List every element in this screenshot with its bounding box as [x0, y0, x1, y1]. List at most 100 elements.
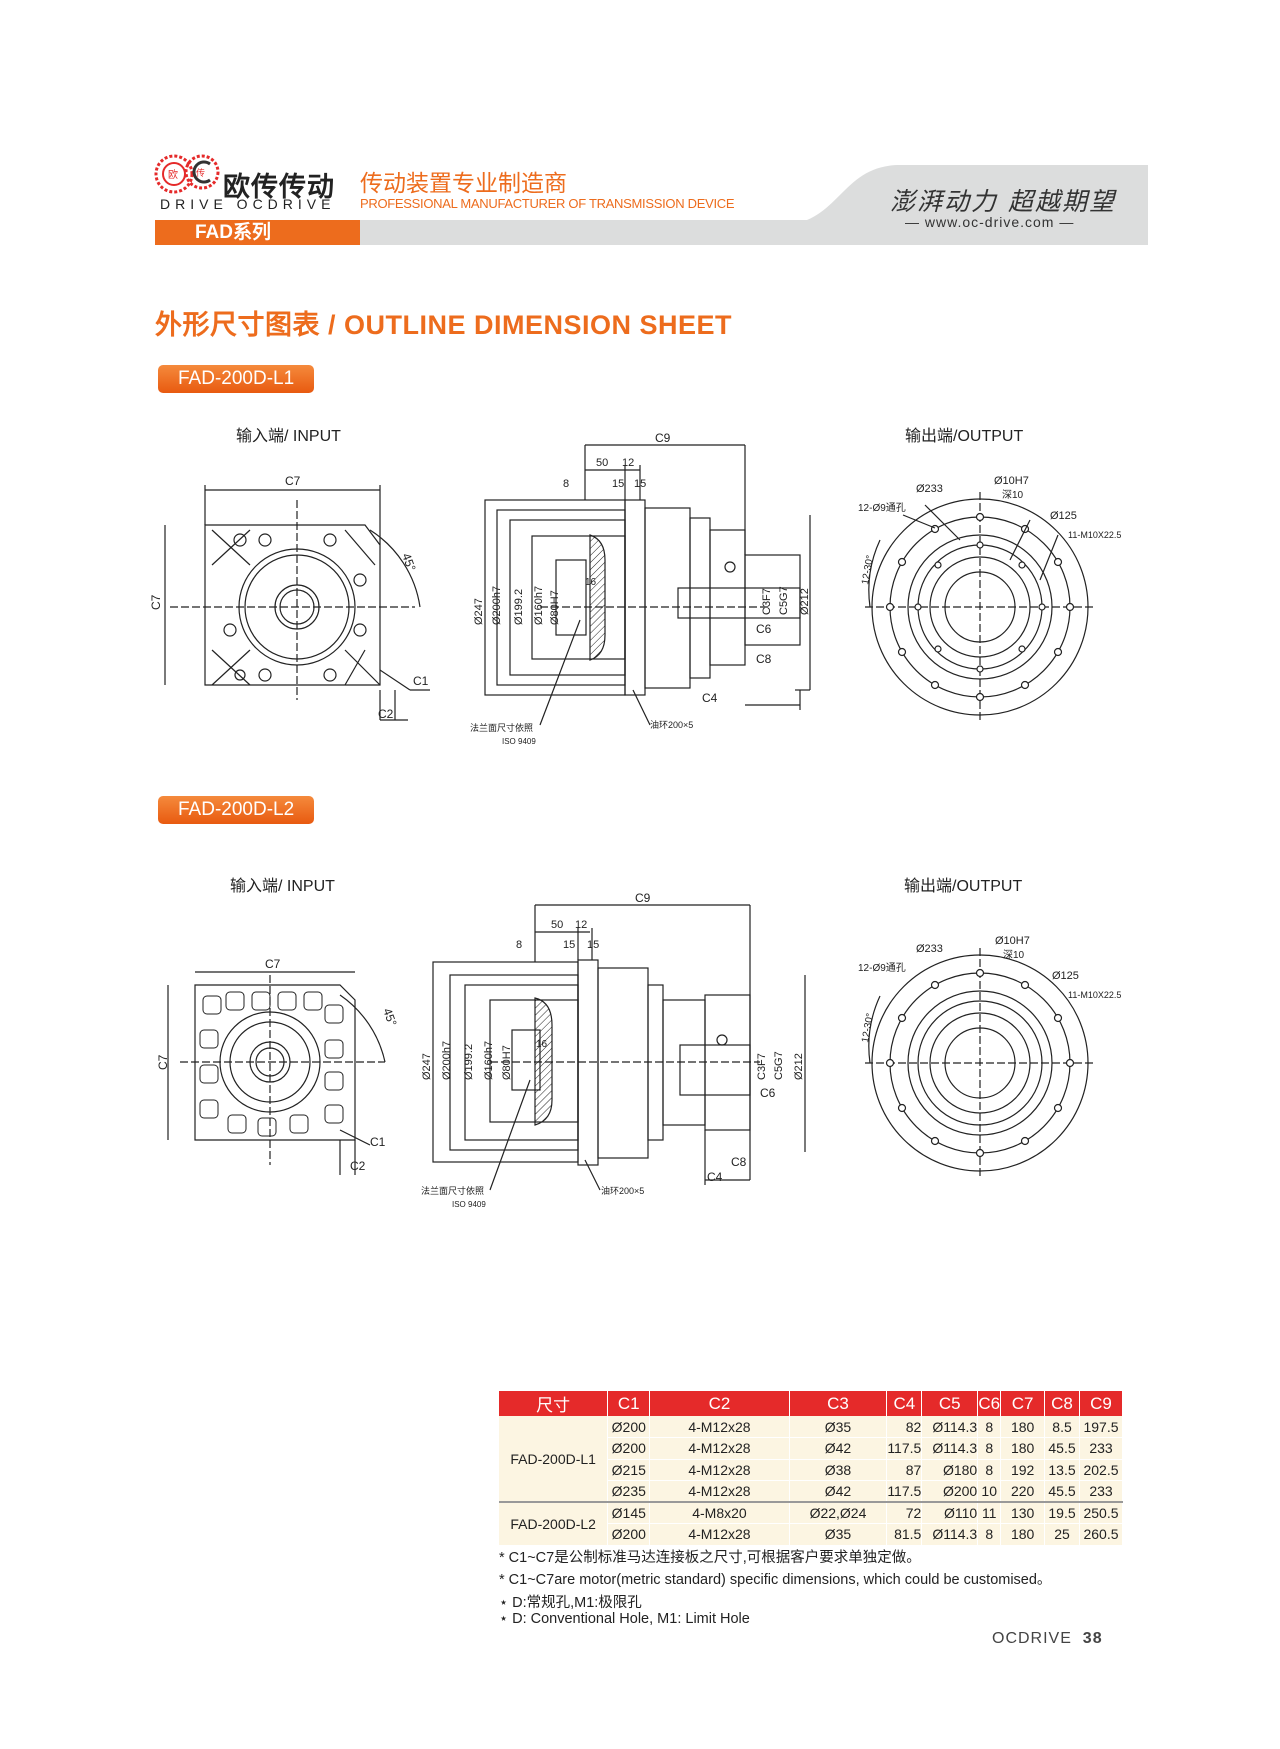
side-view-l1 — [484, 444, 811, 726]
table-cell: 117.5 — [886, 1437, 923, 1460]
table-cell: 72 — [886, 1501, 923, 1524]
col-header: C2 — [649, 1391, 790, 1416]
table-cell: Ø22,Ø24 — [789, 1501, 888, 1524]
page-number: 38 — [1082, 1630, 1103, 1647]
dim-c6-l2: C6 — [760, 1086, 776, 1100]
table-cell: 8 — [977, 1523, 1002, 1546]
iso-note-l2: ISO 9409 — [452, 1200, 486, 1209]
col-header: C4 — [886, 1391, 923, 1416]
flange-note: 法兰面尺寸依照 — [470, 722, 533, 733]
logo-mark-2: 传 — [196, 167, 205, 178]
table-cell: 220 — [1000, 1480, 1046, 1503]
website-text: www.oc-drive.com — [924, 214, 1055, 230]
table-cell: 233 — [1079, 1480, 1124, 1503]
table-cell: 4-M12x28 — [649, 1480, 790, 1503]
note-1: * C1~C7是公制标准马达连接板之尺寸,可根据客户要求单独定做。 — [499, 1550, 921, 1566]
dim-247-l2: Ø247 — [421, 1053, 433, 1080]
table-cell: 11 — [977, 1501, 1002, 1524]
outline-drawing-l1: C7 C7 45° C1 C2 C9 50 12 8 15 15 16 Ø247… — [149, 431, 1121, 746]
input-label-l1: 输入端/ INPUT — [236, 428, 341, 445]
table-cell: Ø110 — [921, 1501, 979, 1524]
table-cell: 10 — [977, 1480, 1002, 1503]
out-depth-l2: 深10 — [1003, 949, 1025, 961]
table-cell: 233 — [1079, 1437, 1124, 1460]
series-label: FAD系列 — [155, 220, 360, 245]
dim-c9-l2: C9 — [635, 891, 651, 905]
dim-15b: 15 — [634, 478, 646, 490]
dim-15b-l2: 15 — [587, 939, 599, 951]
table-cell: 4-M8x20 — [649, 1501, 790, 1524]
dim-50-l2: 50 — [551, 919, 563, 931]
table-cell: 202.5 — [1079, 1459, 1124, 1481]
tagline-cn: 传动装置专业制造商 — [360, 170, 567, 196]
dim-12-l2: 12 — [575, 919, 587, 931]
table-cell: 82 — [886, 1416, 923, 1438]
side-view-l2 — [432, 904, 806, 1191]
dim-15a-l2: 15 — [563, 939, 575, 951]
dim-80h7: Ø80H7 — [549, 590, 561, 625]
note-3: ⋆ D:常规孔,M1:极限孔 — [499, 1595, 642, 1611]
out-depth: 深10 — [1002, 489, 1024, 501]
footer-brand: OCDRIVE — [992, 1630, 1072, 1647]
note-4: ⋆ D: Conventional Hole, M1: Limit Hole — [499, 1611, 750, 1627]
outline-drawing-l2: C7 C7 45° C1 C2 C9 50 12 8 15 15 16 Ø247… — [156, 891, 1121, 1209]
out-m10-l2: 11-M10X22.5 — [1068, 990, 1121, 1000]
table-cell: Ø114.3 — [921, 1416, 979, 1438]
table-cell: 180 — [1000, 1437, 1046, 1460]
table-cell: 8 — [977, 1459, 1002, 1481]
out-holes: 12-Ø9通孔 — [858, 502, 906, 514]
dim-c5-l2: C5G7 — [773, 1051, 785, 1080]
dim-50: 50 — [596, 457, 608, 469]
output-flange-view-l1 — [865, 492, 1095, 722]
dim-c1: C1 — [413, 674, 429, 688]
table-cell: Ø200 — [607, 1416, 651, 1438]
table-cell: Ø200 — [921, 1480, 979, 1503]
dim-c8: C8 — [756, 652, 772, 666]
input-flange-view-l1 — [164, 485, 430, 721]
dim-16: 16 — [585, 577, 597, 588]
table-cell: 87 — [886, 1459, 923, 1481]
table-cell: 4-M12x28 — [649, 1416, 790, 1438]
table-cell: 250.5 — [1079, 1501, 1124, 1524]
oil-ring-note: 油环200×5 — [650, 719, 693, 730]
col-header: 尺寸 — [499, 1391, 609, 1416]
dim-c7-side: C7 — [149, 594, 163, 610]
dim-212-l2: Ø212 — [793, 1053, 805, 1080]
table-cell: Ø35 — [789, 1523, 888, 1546]
col-header: C9 — [1079, 1391, 1124, 1416]
input-label-l2: 输入端/ INPUT — [230, 878, 335, 895]
dim-212: Ø212 — [799, 588, 811, 615]
table-cell: 45.5 — [1044, 1480, 1080, 1503]
dim-45: 45° — [399, 551, 418, 573]
table-cell: 197.5 — [1079, 1416, 1124, 1438]
dim-c3: C3F7 — [761, 588, 773, 615]
table-cell: Ø38 — [789, 1459, 888, 1481]
dim-200h7: Ø200h7 — [491, 586, 503, 625]
dim-45-l2: 45° — [380, 1006, 399, 1028]
table-cell: 81.5 — [886, 1523, 923, 1546]
header-band — [360, 220, 1148, 245]
table-cell: 8 — [977, 1437, 1002, 1460]
dim-c7-side-l2: C7 — [156, 1054, 170, 1070]
col-header: C6 — [977, 1391, 1002, 1416]
dim-c2-l2: C2 — [350, 1159, 366, 1173]
table-cell: Ø145 — [607, 1501, 651, 1524]
output-flange-view-l2 — [865, 948, 1095, 1178]
out-angle: 12-30° — [860, 554, 876, 585]
dim-c9: C9 — [655, 431, 671, 445]
dim-c7-top: C7 — [285, 474, 301, 488]
dim-c8-l2: C8 — [731, 1155, 747, 1169]
dim-15a: 15 — [612, 478, 624, 490]
col-header: C1 — [607, 1391, 651, 1416]
table-cell: Ø215 — [607, 1459, 651, 1481]
model-badge-l1: FAD-200D-L1 — [158, 365, 315, 393]
table-cell: Ø235 — [607, 1480, 651, 1503]
dim-c4-l2: C4 — [707, 1170, 723, 1184]
dim-200h7-l2: Ø200h7 — [441, 1041, 453, 1080]
model-cell: FAD-200D-L1 — [499, 1416, 609, 1503]
